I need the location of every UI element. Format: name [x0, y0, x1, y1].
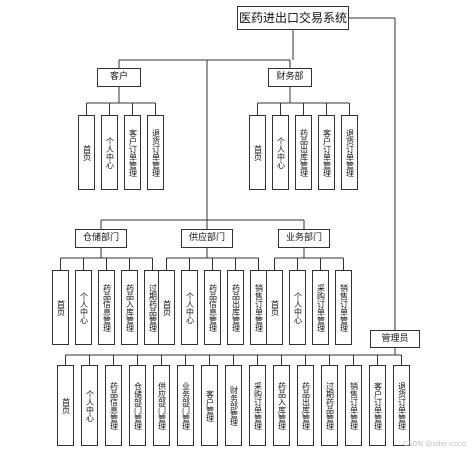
- leaf-node-kehu: 退货订单管理: [147, 115, 164, 190]
- group-node-yewu: 业务部门: [278, 229, 330, 248]
- leaf-node-guanli: 个人中心: [81, 365, 98, 446]
- leaf-node-guanli: 药品入库管理: [273, 365, 290, 446]
- leaf-node-guanli: 退货订单管理: [393, 365, 410, 446]
- leaf-node-guanli: 财务部管理: [225, 365, 242, 446]
- leaf-node-kehu: 个人中心: [101, 115, 118, 190]
- leaf-node-guanli: 业务部门管理: [177, 365, 194, 446]
- leaf-node-caiwu: 个人中心: [272, 115, 289, 190]
- leaf-node-kehu: 首页: [78, 115, 95, 190]
- leaf-node-gongying: 药品信息管理: [204, 270, 221, 345]
- leaf-node-guanli: 客户管理: [201, 365, 218, 446]
- leaf-node-caiwu: 首页: [249, 115, 266, 190]
- leaf-node-guanli: 采购订单管理: [249, 365, 266, 446]
- leaf-node-gongying: 个人中心: [181, 270, 198, 345]
- leaf-node-caiwu: 药品出库管理: [295, 115, 312, 190]
- group-node-kehu: 客户: [97, 68, 141, 87]
- leaf-node-cangchu: 药品入库管理: [121, 270, 138, 345]
- watermark: CSDN @sder-coco: [403, 440, 466, 448]
- leaf-node-guanli: 销售订单管理: [345, 365, 362, 446]
- leaf-node-gongying: 药品出库管理: [227, 270, 244, 345]
- group-node-cangchu: 仓储部门: [75, 229, 127, 248]
- leaf-node-cangchu: 首页: [52, 270, 69, 345]
- leaf-node-guanli: 仓储部门管理: [129, 365, 146, 446]
- leaf-node-gongying: 销售订单管理: [250, 270, 267, 345]
- leaf-node-guanli: 过期药品管理: [321, 365, 338, 446]
- leaf-node-guanli: 首页: [57, 365, 74, 446]
- group-node-caiwu: 财务部: [268, 68, 312, 87]
- leaf-node-cangchu: 药品信息管理: [98, 270, 115, 345]
- leaf-node-caiwu: 客户订单管理: [318, 115, 335, 190]
- group-node-guanli: 管理员: [370, 330, 420, 348]
- leaf-node-yewu: 采购订单管理: [312, 270, 329, 345]
- leaf-node-guanli: 供应部门管理: [153, 365, 170, 446]
- leaf-node-guanli: 药品出库管理: [297, 365, 314, 446]
- leaf-node-caiwu: 退货订单管理: [341, 115, 358, 190]
- leaf-node-guanli: 客户订单管理: [369, 365, 386, 446]
- leaf-node-cangchu: 个人中心: [75, 270, 92, 345]
- leaf-node-yewu: 销售订单管理: [335, 270, 352, 345]
- leaf-node-kehu: 客户订单管理: [124, 115, 141, 190]
- root-node: 医药进出口交易系统: [237, 6, 349, 30]
- group-node-gongying: 供应部门: [181, 229, 233, 248]
- leaf-node-gongying: 首页: [158, 270, 175, 345]
- leaf-node-yewu: 个人中心: [289, 270, 306, 345]
- leaf-node-guanli: 药品信息管理: [105, 365, 122, 446]
- leaf-node-yewu: 首页: [266, 270, 283, 345]
